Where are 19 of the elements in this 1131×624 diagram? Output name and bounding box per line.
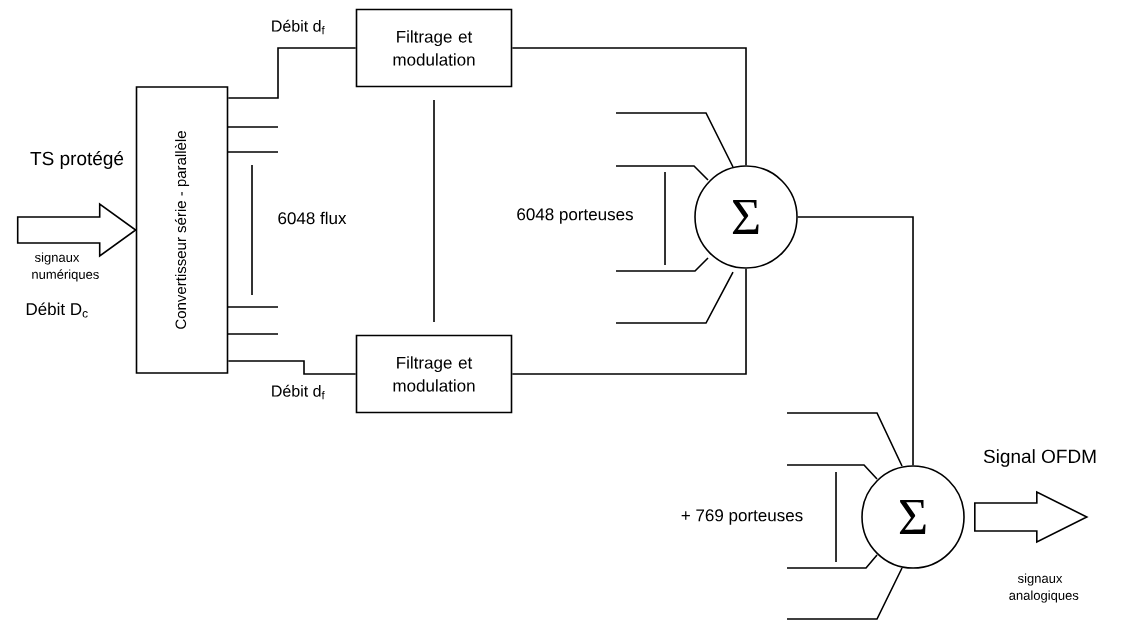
label-text: + 769 porteuses <box>681 509 803 525</box>
label-text: signaux analogiques <box>1009 573 1079 603</box>
edge-label: Débit d$_{f}$ <box>272 19 325 35</box>
process-box: Filtrage et modulation <box>355 8 513 88</box>
connector-line <box>227 360 357 375</box>
label-text: signaux numériques <box>32 252 99 282</box>
connector-line <box>797 216 914 466</box>
label-text: Débit D$_{c}$ <box>26 302 88 318</box>
block-arrow <box>974 490 1089 544</box>
connector-line <box>511 47 747 166</box>
edge-label: Débit d$_{f}$ <box>272 384 325 400</box>
block-arrow <box>16 202 138 258</box>
process-box: Filtrage et modulation <box>355 334 513 414</box>
connector-line <box>227 47 357 99</box>
label-text: 6048 flux <box>278 211 347 225</box>
converter-box: Convertisseur série - parallèle <box>135 86 229 374</box>
connector-line <box>511 268 747 375</box>
label-text: 6048 porteuses <box>517 208 633 224</box>
label-text: Signal OFDM <box>983 449 1096 467</box>
